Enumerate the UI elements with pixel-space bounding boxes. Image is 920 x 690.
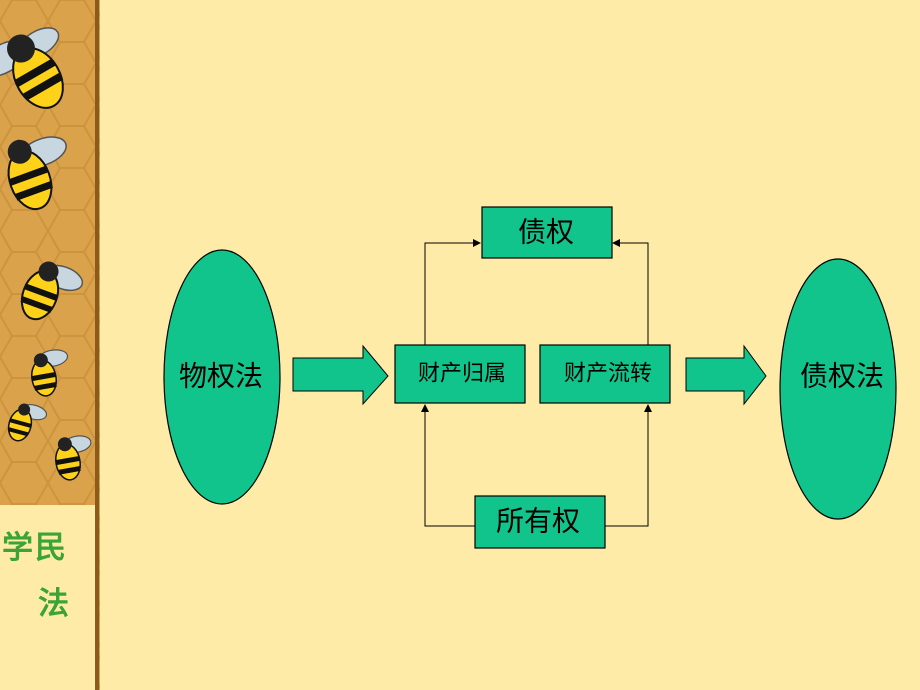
decorative-sidebar	[0, 0, 100, 690]
bee-icon	[7, 403, 48, 442]
bee-icon	[0, 27, 64, 109]
right-oval-label: 债权法	[800, 360, 884, 393]
sidebar-text-line2: 法	[38, 586, 71, 622]
box-mid-right-label: 财产流转	[564, 362, 652, 387]
connector-bottom-to-left	[421, 404, 475, 527]
honeycomb-bee-decoration	[0, 0, 100, 690]
bee-icon	[20, 261, 84, 321]
box-mid-right	[539, 344, 671, 404]
left-oval	[163, 249, 281, 505]
box-mid-left	[394, 344, 526, 404]
sidebar-text-line1: 学民	[2, 530, 68, 566]
box-bottom	[474, 495, 606, 549]
left-oval-label: 物权法	[179, 360, 263, 393]
box-top-label: 债权	[518, 216, 574, 249]
sidebar-divider	[95, 0, 99, 690]
bee-icon	[7, 136, 67, 211]
block-arrow-left	[292, 344, 389, 406]
bee-icon	[31, 349, 69, 397]
bee-icon	[55, 435, 92, 481]
connector-bottom-to-right	[605, 404, 652, 527]
box-mid-left-label: 财产归属	[418, 362, 506, 387]
box-bottom-label: 所有权	[496, 505, 580, 538]
block-arrow-right	[685, 344, 767, 406]
box-top	[481, 206, 613, 259]
right-oval	[779, 258, 897, 520]
connector-left-to-top	[424, 239, 481, 345]
connector-right-to-top	[612, 239, 649, 345]
